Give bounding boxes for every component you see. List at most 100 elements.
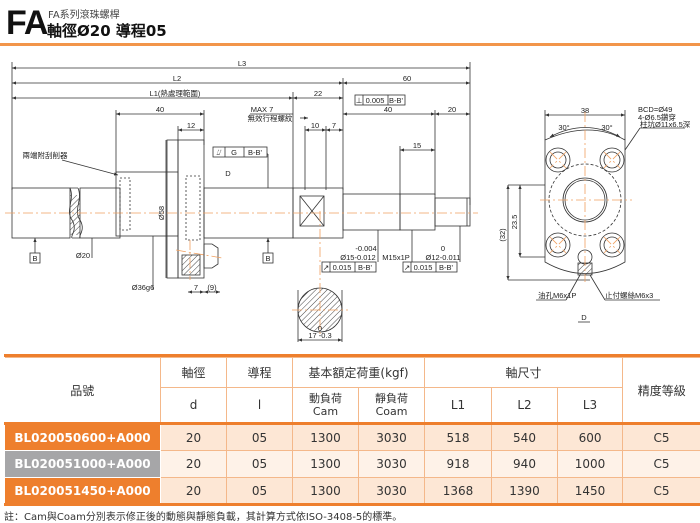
- gdt-15-datum: B-B': [358, 263, 373, 272]
- cell-grade: C5: [622, 477, 700, 506]
- gdt-12-datum: B-B': [439, 263, 454, 272]
- dim-label-17-top: 0: [318, 324, 322, 333]
- header-L2: L2: [491, 387, 558, 425]
- header-L1: L1: [424, 387, 492, 425]
- gdt-g-value: G: [231, 148, 237, 157]
- dim-label-L1: L1(熱處理範圍): [150, 88, 201, 98]
- dim-label-L2: L2: [173, 74, 181, 83]
- dim-label-38: 38: [581, 106, 589, 115]
- header-lead: 導程: [226, 357, 293, 388]
- counterbore-label: 柱坑Ø11x6.5深: [640, 119, 691, 129]
- cell-grade: C5: [622, 450, 700, 478]
- cell-cam: 1300: [292, 450, 359, 478]
- cell-L3: 600: [556, 423, 624, 451]
- oil-hole-label: 油孔M6x1P: [538, 290, 576, 300]
- bcd-label: BCD=Ø49: [638, 105, 672, 114]
- dim-label-9: (9): [207, 283, 217, 292]
- incomplete-thread-label: 無效行程螺紋: [248, 113, 293, 123]
- dim-label-20: 20: [448, 105, 456, 114]
- gdt-perp-datum: B-B': [389, 96, 404, 105]
- model-code: BL020051000+A000: [4, 450, 161, 478]
- technical-drawing: L3 L2 60 L1(熱處理範圍) 22 40 12 MAX 7 無效行程螺紋…: [5, 59, 691, 342]
- header-shaft-dims: 軸尺寸: [423, 357, 624, 388]
- dim-label-22: 22: [314, 89, 322, 98]
- page-title: 軸徑Ø20 導程05: [47, 22, 167, 40]
- cell-l: 05: [226, 477, 293, 506]
- dim-label-12: 12: [187, 121, 195, 130]
- view-d-label: D: [225, 169, 231, 178]
- header-divider: [0, 43, 700, 46]
- holes-label: 4-Ø6.5鑽穿: [638, 112, 676, 122]
- cell-L2: 540: [491, 423, 558, 451]
- thread-label: M15x1P: [382, 253, 410, 262]
- dim-label-angle-left: 30°: [558, 123, 569, 132]
- cell-cam: 1300: [292, 423, 359, 451]
- dim-label-17: 17 -0.3: [308, 331, 331, 340]
- cell-d: 20: [160, 450, 227, 478]
- datum-b-right: B: [265, 254, 270, 263]
- gdt-12-symbol: ↗: [404, 263, 410, 272]
- dim-label-dia58: Ø58: [157, 206, 166, 220]
- header-shaft-dia: 軸徑: [160, 357, 227, 388]
- header-l: l: [226, 387, 293, 425]
- cell-d: 20: [160, 423, 227, 451]
- cell-L2: 940: [491, 450, 558, 478]
- dim-label-15: 15: [413, 141, 421, 150]
- datum-b-left: B: [32, 254, 37, 263]
- cell-L1: 518: [424, 423, 492, 451]
- cell-cam: 1300: [292, 477, 359, 506]
- dim-label-23_5: 23.5: [510, 215, 519, 230]
- tol12-top: 0: [441, 244, 445, 253]
- table-row: BL020050600+A000 20 05 1300 3030 518 540…: [4, 423, 700, 451]
- gdt-12-value: 0.015: [414, 263, 433, 272]
- dim-label-7a: 7: [332, 121, 336, 130]
- cell-l: 05: [226, 450, 293, 478]
- header-coam-en: Coam: [375, 405, 408, 418]
- cell-d: 20: [160, 477, 227, 506]
- table-top-border: [4, 354, 700, 357]
- tol12-label: Ø12-0.011: [426, 253, 461, 262]
- gdt-perp-symbol: ⊥: [356, 96, 363, 105]
- dim-label-10: 10: [311, 121, 319, 130]
- dim-label-60: 60: [403, 74, 411, 83]
- footnote: 註：Cam與Coam分別表示修正後的動態與靜態負載，其計算方式依ISO-3408…: [4, 512, 403, 523]
- header-L3: L3: [556, 387, 624, 425]
- view-d-label-end: D: [581, 313, 587, 322]
- header-d: d: [160, 387, 227, 425]
- header-coam-zh: 靜負荷: [375, 392, 408, 405]
- set-screw-label: 止付螺絲M6x3: [605, 290, 653, 300]
- cell-coam: 3030: [358, 477, 425, 506]
- wiper-label: 兩端附刮削器: [23, 150, 68, 160]
- cell-L2: 1390: [491, 477, 558, 506]
- cell-coam: 3030: [358, 423, 425, 451]
- header-load: 基本額定荷重(kgf): [292, 357, 425, 388]
- tol15-label: Ø15-0.012: [340, 253, 375, 262]
- cell-l: 05: [226, 423, 293, 451]
- model-code: BL020050600+A000: [4, 423, 161, 451]
- cell-L3: 1450: [556, 477, 624, 506]
- cell-L3: 1000: [556, 450, 624, 478]
- tol15-top: -0.004: [355, 244, 376, 253]
- cell-coam: 3030: [358, 450, 425, 478]
- gdt-15-symbol: ↗: [323, 263, 329, 272]
- table-row: BL020051000+A000 20 05 1300 3030 918 940…: [4, 450, 700, 478]
- header-grade: 精度等級: [622, 357, 700, 425]
- dia20-label: Ø20: [76, 251, 90, 260]
- dim-label-40a: 40: [156, 105, 164, 114]
- header-cam-zh: 動負荷: [309, 392, 342, 405]
- gdt-g-symbol: ⌰: [217, 148, 223, 157]
- model-code: BL020051450+A000: [4, 477, 161, 506]
- cell-grade: C5: [622, 423, 700, 451]
- cell-L1: 1368: [424, 477, 492, 506]
- gdt-g-datum: B-B': [248, 148, 263, 157]
- cell-L1: 918: [424, 450, 492, 478]
- header-cam-en: Cam: [312, 405, 339, 418]
- dim-label-7b: 7: [194, 283, 198, 292]
- dim-label-40b: 40: [384, 105, 392, 114]
- header-model: 品號: [4, 357, 161, 425]
- series-name: FA系列滾珠螺桿: [48, 10, 120, 21]
- dim-label-max7: MAX 7: [251, 105, 274, 114]
